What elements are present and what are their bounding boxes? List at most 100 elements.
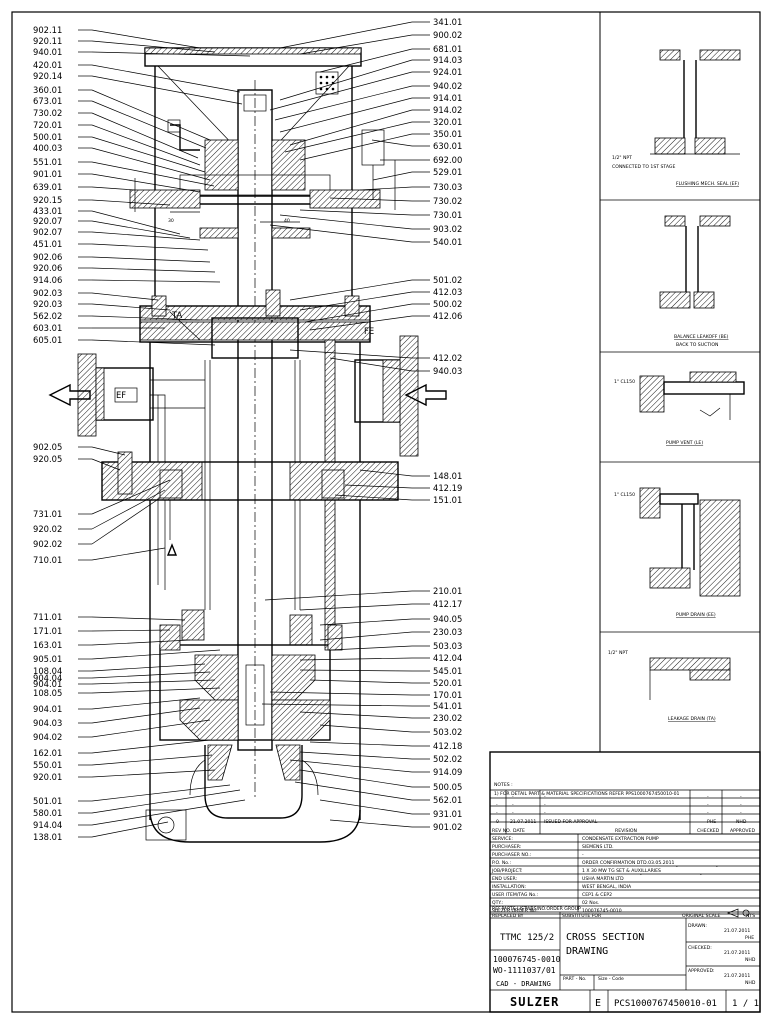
rev-checked: PHE (707, 819, 716, 825)
info-row-label: PURCHASER NO.: (492, 852, 532, 858)
ref-group-label: WBS/NO.ORDER GROUP (526, 906, 581, 912)
part-label-left: 550.01 (33, 760, 62, 770)
part-label-left: 920.05 (33, 454, 62, 464)
part-label-left: 451.01 (33, 239, 62, 249)
leader-line (359, 469, 413, 477)
leader-line (91, 687, 221, 694)
part-label-left: 501.01 (33, 796, 62, 806)
leader-line (279, 21, 413, 49)
part-label-left: 162.01 (33, 748, 62, 758)
detail2-caption: BALANCE LEAKOFF (BE) (674, 334, 729, 340)
part-label-left: 920.06 (33, 263, 62, 273)
part-label-left: 920.07 (33, 216, 62, 226)
leader-line (91, 199, 171, 206)
leader-line (91, 112, 199, 159)
leader-line (91, 89, 211, 141)
leader-line (91, 303, 171, 311)
leader-line (91, 697, 201, 710)
rev-empty-c2: - (544, 811, 546, 816)
cad-label: CAD - DRAWING (496, 980, 551, 988)
leader-line (91, 51, 251, 57)
part-label-right: 931.01 (433, 809, 462, 819)
rev-date: 21.07.2011 (510, 819, 536, 825)
original-scale-label: ORIGINAL SCALE (682, 913, 721, 919)
leader-line (91, 789, 241, 814)
checked-label: CHECKED: (688, 945, 712, 951)
part-label-right: 500.05 (433, 782, 462, 792)
part-label-right: 540.01 (433, 237, 462, 247)
part-label-left: 914.04 (33, 820, 62, 830)
part-label-right: 412.06 (433, 311, 462, 321)
part-label-right: 230.03 (433, 627, 462, 637)
leader-line (91, 489, 166, 530)
leader-line (91, 663, 206, 672)
leader-line (91, 739, 211, 754)
part-label-left: 901.01 (33, 169, 62, 179)
part-label-right: 320.01 (433, 117, 462, 127)
leader-line (299, 711, 413, 719)
leader-line (269, 691, 413, 696)
part-label-right: 151.01 (433, 495, 462, 505)
part-label-right: 412.03 (433, 287, 462, 297)
leader-line (329, 197, 413, 202)
leader-line (329, 357, 413, 372)
part-label-left: 108.04 (33, 666, 62, 676)
part-label-right: 541.01 (433, 701, 462, 711)
leader-line (329, 819, 413, 828)
detail-balance-leakoff: BALANCE LEAKOFF (BE) BACK TO SUCTION (659, 215, 731, 348)
part-label-right: 730.02 (433, 196, 462, 206)
rev-empty-b2: - (544, 803, 546, 808)
detail3-note: 1" CL150 (614, 379, 635, 385)
leader-line (279, 214, 413, 230)
part-label-left: 904.02 (33, 732, 62, 742)
leader-line (91, 458, 121, 471)
part-label-right: 341.01 (433, 17, 462, 27)
leader-line (91, 292, 159, 301)
leader-line (334, 494, 413, 501)
part-label-left: 138.01 (33, 832, 62, 842)
leader-line (269, 224, 413, 243)
part-no-label: PART - No. (563, 976, 587, 982)
drawing-title-2: DRAWING (566, 946, 608, 957)
leader-line (91, 100, 207, 149)
leader-line (91, 446, 126, 456)
notes-label: NOTES : (494, 782, 513, 788)
part-label-left: 920.02 (33, 524, 62, 534)
rev-header-checked: CHECKED (697, 828, 720, 834)
part-label-left: 605.01 (33, 335, 62, 345)
part-label-right: 681.01 (433, 44, 462, 54)
part-label-right: 914.03 (433, 55, 462, 65)
info-row-value: - (582, 853, 584, 858)
leader-line (329, 645, 413, 651)
leader-line (319, 48, 413, 73)
part-label-right: 501.02 (433, 275, 462, 285)
leader-line (274, 85, 413, 121)
leader-line (91, 64, 241, 93)
part-label-right: 148.01 (433, 471, 462, 481)
leader-line (91, 784, 231, 802)
rev-empty-a2: - (544, 795, 546, 800)
leader-line (91, 479, 171, 515)
part-label-left: 163.01 (33, 640, 62, 650)
leader-lines (78, 21, 430, 838)
info-row-label: QTY.: (492, 900, 504, 906)
leader-line (91, 821, 169, 838)
leader-line (91, 754, 213, 766)
part-label-right: 520.01 (433, 678, 462, 688)
part-label-left: 904.01 (33, 704, 62, 714)
part-label-left: 920.01 (33, 772, 62, 782)
part-label-right: 630.01 (433, 141, 462, 151)
part-label-left: 720.01 (33, 120, 62, 130)
rev-header-approved: APPROVED (730, 828, 755, 834)
info-row-value: WEST BENGAL, INDIA (582, 884, 632, 890)
detail-leakage-drain: 1/2" NPT LEAKAGE DRAIN (TA) (608, 650, 731, 722)
leader-line (261, 703, 413, 707)
leader-line (91, 147, 211, 181)
leader-line (91, 649, 221, 660)
part-label-left: 902.07 (33, 227, 62, 237)
part-label-left: 920.15 (33, 195, 62, 205)
right-label-group: 341.01900.02681.01914.03924.01940.02914.… (433, 17, 462, 832)
info-row-value: 1 X 30 MW TG SET & AUXILLARIES (582, 868, 661, 874)
detail4-note: 1" CL150 (614, 492, 635, 498)
